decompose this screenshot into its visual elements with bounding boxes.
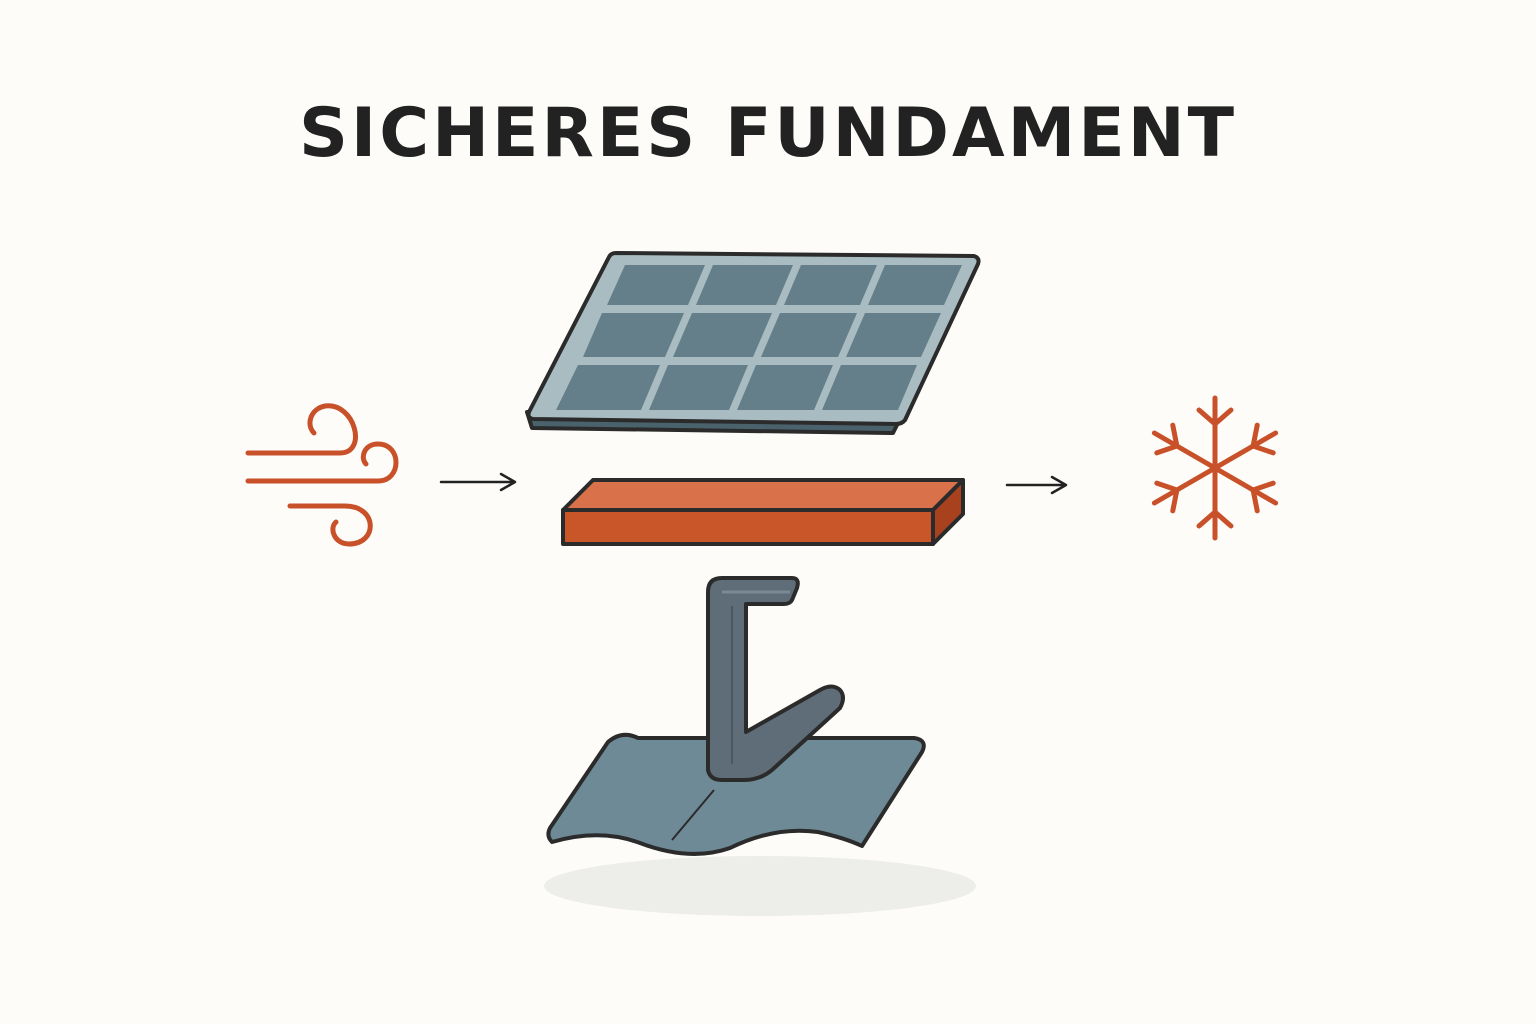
arrow-right: [1005, 475, 1068, 495]
roof-hook: [706, 576, 845, 782]
roof-tile: [546, 732, 926, 856]
arrow-left: [439, 472, 517, 492]
mounting-rail: [561, 478, 965, 546]
solar-panel: [525, 251, 981, 435]
ground-shadow: [544, 856, 976, 916]
diagram-title: SICHERES FUNDAMENT: [298, 94, 1238, 173]
snowflake-icon: [1151, 395, 1279, 541]
wind-icon: [245, 403, 399, 547]
